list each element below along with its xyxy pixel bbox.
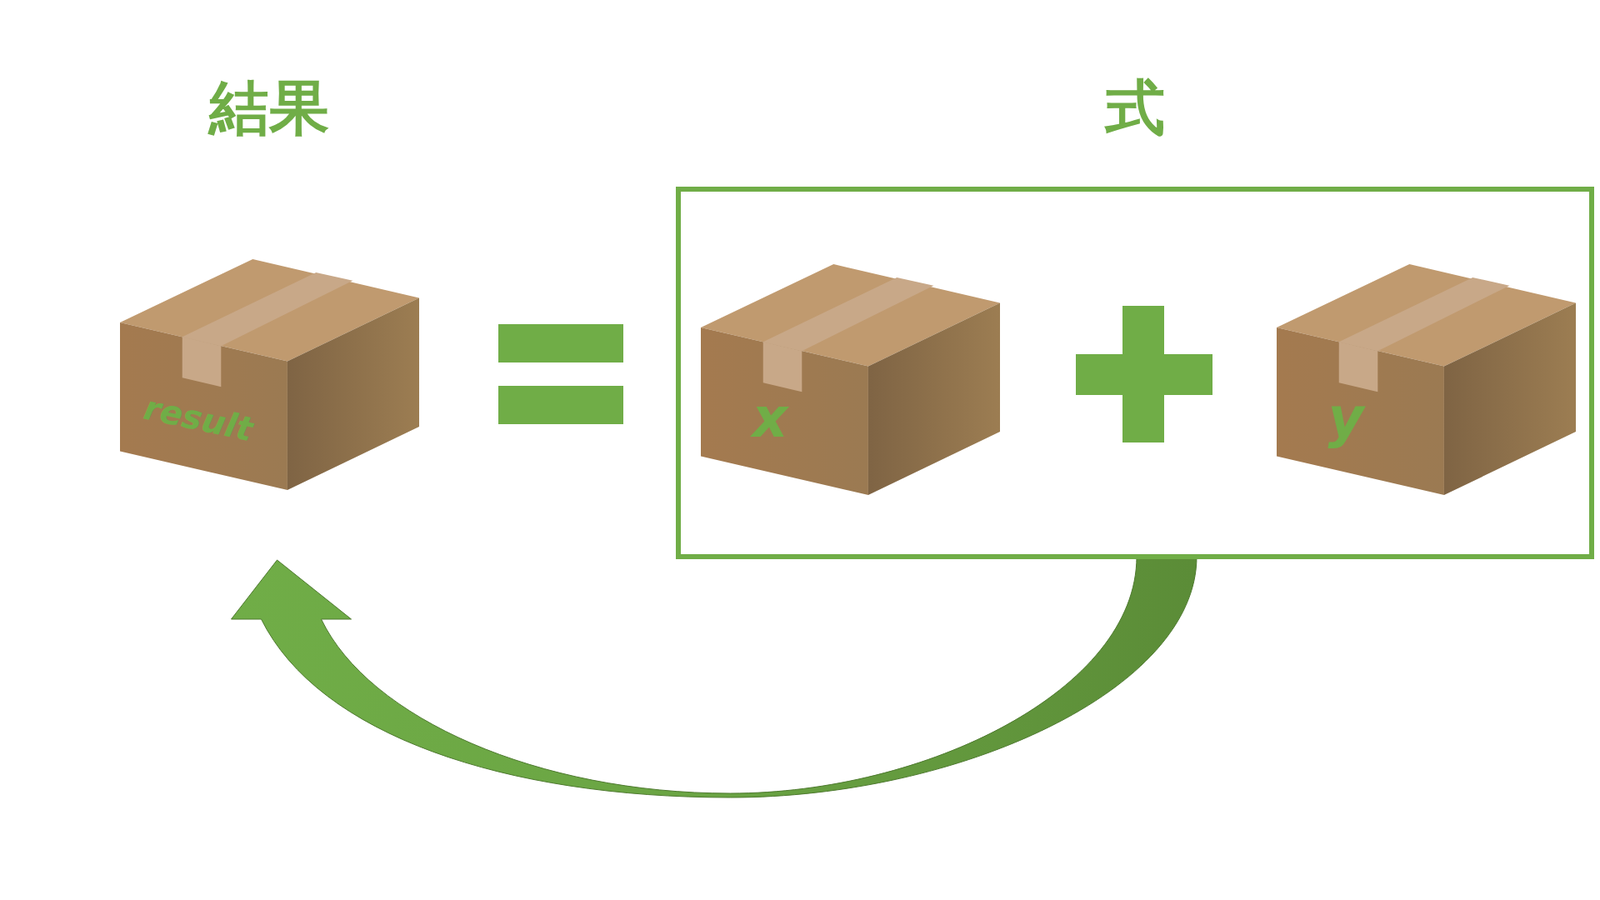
cardboard-box [1276, 264, 1576, 495]
x-box: x [700, 264, 1000, 495]
equals-bar [498, 385, 624, 425]
y-box: y [1276, 264, 1576, 495]
box-side [868, 303, 1000, 495]
box-side [287, 298, 420, 490]
cardboard-box [700, 264, 1000, 495]
box-tape [1339, 341, 1379, 392]
equals-bar [498, 324, 624, 363]
box-front [120, 322, 288, 490]
box-side [1444, 303, 1576, 495]
plus-bar [1075, 354, 1213, 395]
box-front [1276, 327, 1445, 495]
box-tape [763, 277, 935, 351]
box-tape [182, 336, 222, 387]
expression-frame: 式xy [675, 186, 1595, 560]
expression-heading: 式 [1105, 77, 1165, 138]
result-box: 結果result [120, 259, 420, 490]
result-heading: 結果 [209, 77, 330, 138]
box-front [700, 327, 869, 495]
box-tape [1339, 277, 1510, 351]
variable-name: x [752, 390, 789, 446]
cardboard-box [120, 259, 420, 490]
variable-name: y [1327, 390, 1364, 446]
return-arrow [231, 556, 1198, 798]
box-tape [763, 341, 803, 392]
box-tape [182, 272, 354, 346]
